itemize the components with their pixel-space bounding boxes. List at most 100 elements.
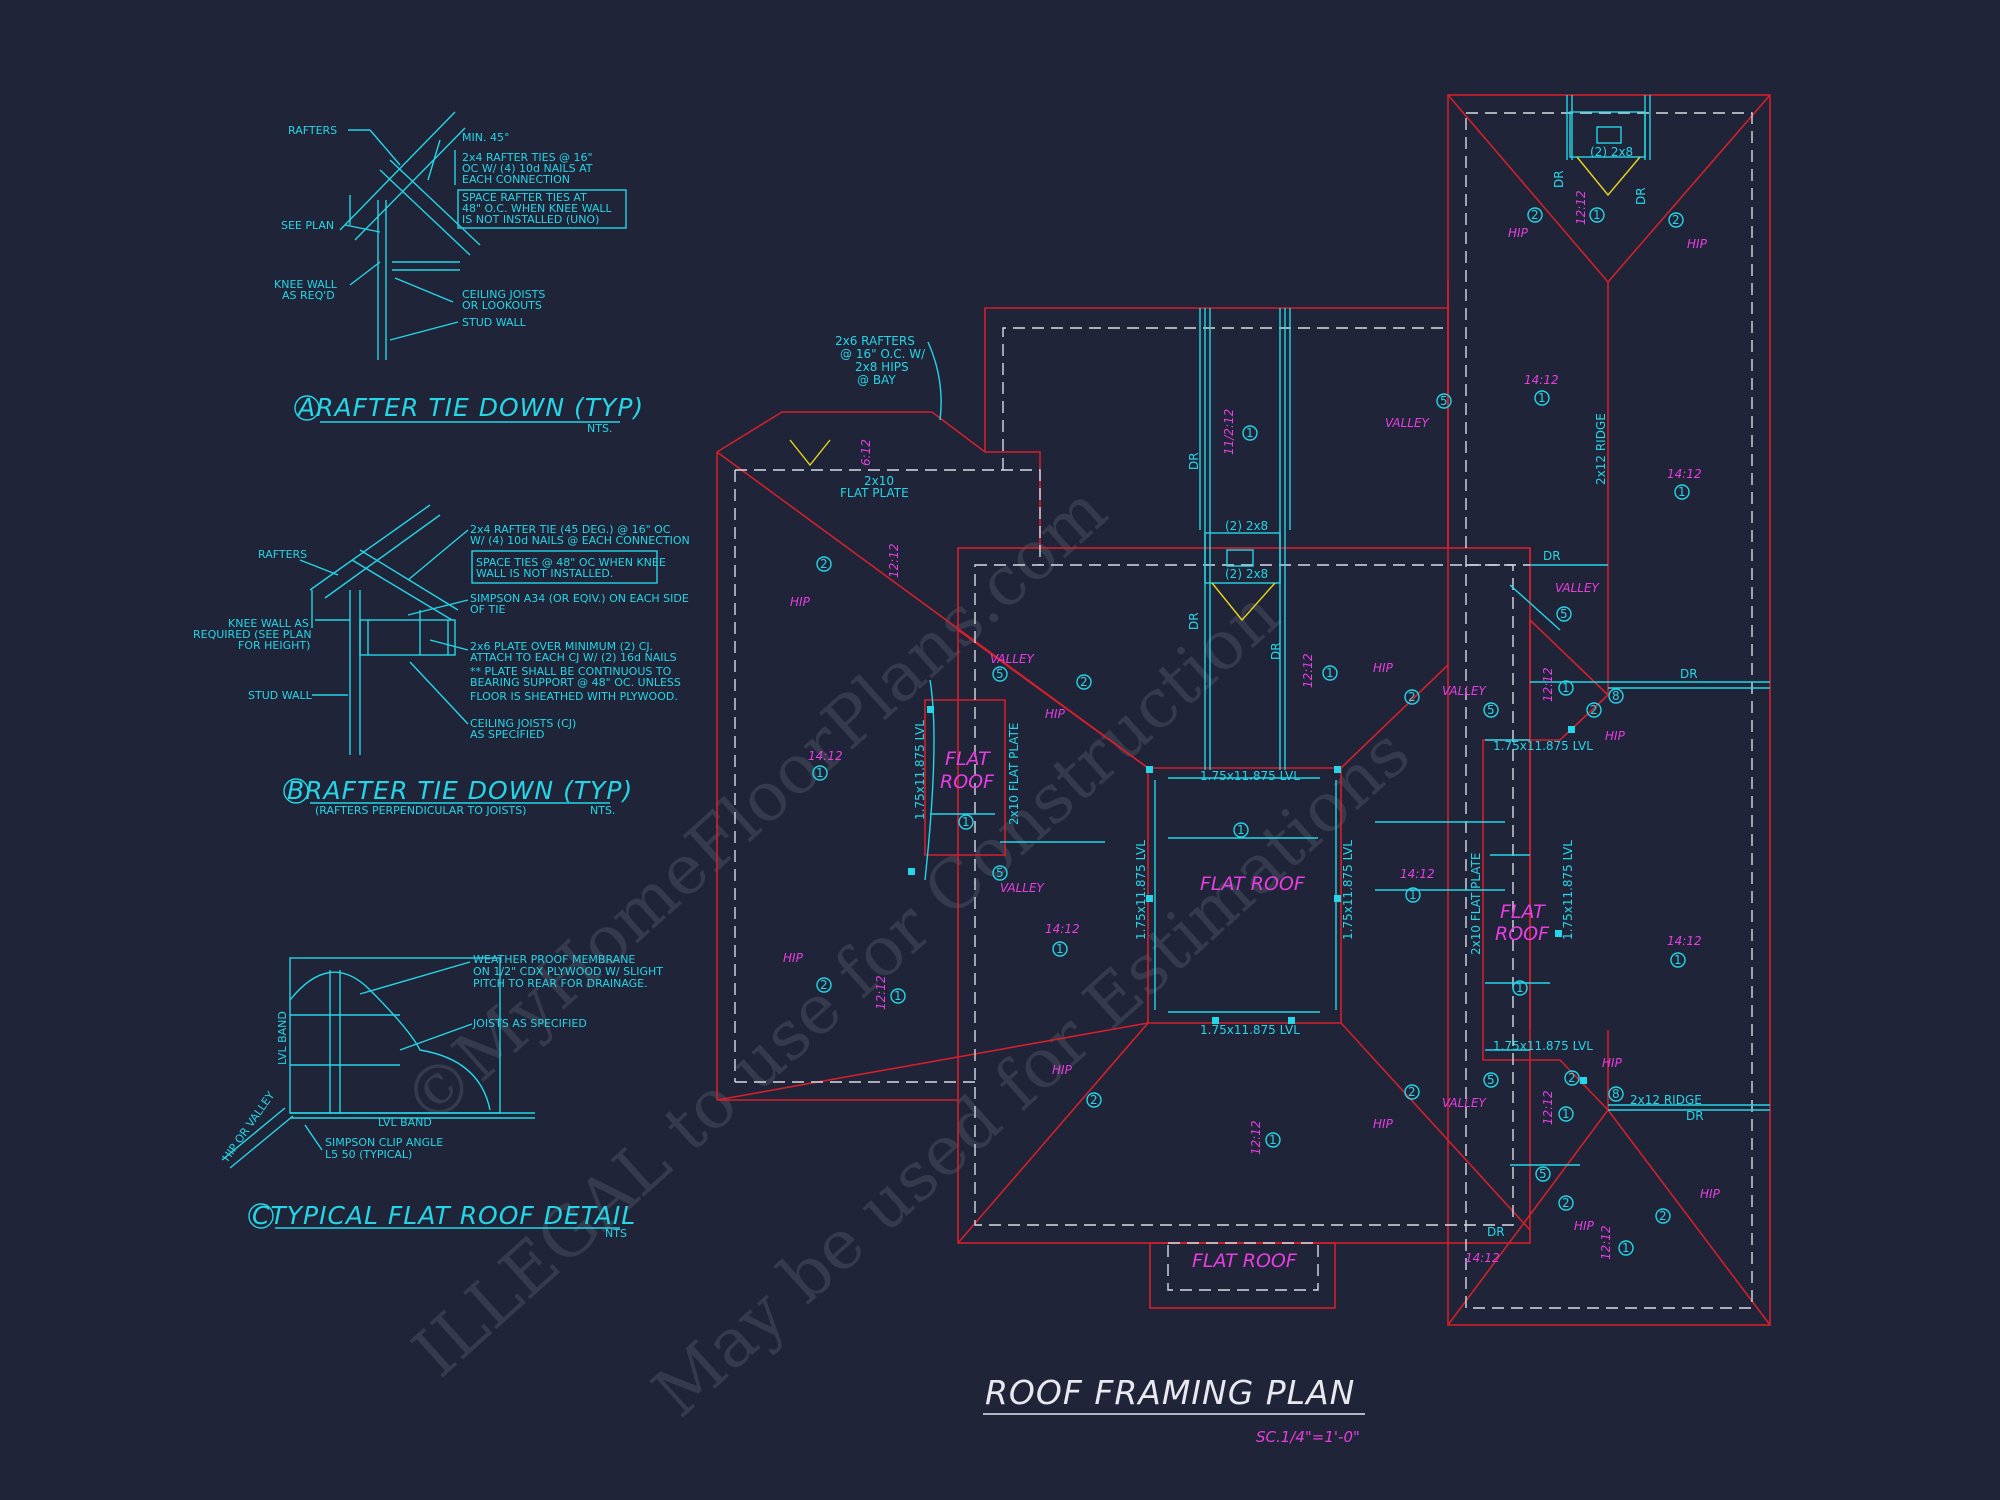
dr-label-9: DR — [1487, 1225, 1505, 1239]
dr-label-1: DR — [1187, 452, 1201, 470]
detail-a-note-space-2: 48" O.C. WHEN KNEE WALL — [462, 202, 613, 215]
hip-label-7: HIP — [1508, 226, 1529, 240]
pitch-1412-right-2: 14:12 — [1667, 934, 1702, 948]
hip-label-6: HIP — [1373, 1117, 1394, 1131]
lvl-label-bottom: 1.75x11.875 LVL — [1200, 1023, 1300, 1037]
detail-b-note-plate-4: BEARING SUPPORT @ 48" OC. UNLESS — [470, 676, 681, 689]
lvl-posts — [908, 706, 1587, 1084]
detail-a-note-stud: STUD WALL — [462, 316, 527, 329]
dr-label-3: DR — [1269, 642, 1283, 660]
detail-b-note-simpson-1: SIMPSON A34 (OR EQIV.) ON EACH SIDE — [470, 592, 689, 605]
callout-1-n: 1 — [1562, 681, 1570, 695]
detail-a-note-ties-2: OC W/ (4) 10d NAILS AT — [462, 162, 593, 175]
lvl-label-right: 1.75x11.875 LVL — [1341, 840, 1355, 940]
detail-a-note-knee-2: AS REQ'D — [282, 289, 335, 302]
pitch-1412-small: 14:12 — [1465, 1251, 1500, 1265]
plan-title: ROOF FRAMING PLAN — [985, 1373, 1355, 1412]
callout-2-l: 2 — [1659, 1209, 1667, 1223]
dr-label-6: DR — [1543, 549, 1561, 563]
detail-a-note-space-3: IS NOT INSTALLED (UNO) — [462, 213, 599, 226]
valley-label-3: VALLEY — [1385, 416, 1431, 430]
dr-label-5: DR — [1634, 187, 1648, 205]
pitch-1212-6: 12:12 — [1541, 1090, 1555, 1125]
callout-1-f: 1 — [1056, 942, 1064, 956]
callout-1-b: 1 — [1326, 666, 1334, 680]
detail-a-note-see-plan: SEE PLAN — [281, 219, 334, 232]
bay-triangles — [789, 156, 1641, 622]
callout-1-k: 1 — [1538, 391, 1546, 405]
detail-c-scale: NTS — [605, 1227, 627, 1240]
valley-label-6: VALLEY — [1442, 1096, 1488, 1110]
pitch-bay-612: 6:12 — [859, 439, 873, 466]
pitch-1212-8: 12:12 — [1574, 190, 1588, 225]
valley-label-5: VALLEY — [1442, 684, 1488, 698]
flat-roof-left-label-1: FLAT — [945, 748, 991, 770]
detail-a-marker — [294, 395, 320, 421]
detail-c-note-lvl-band-v: LVL BAND — [276, 1011, 289, 1065]
detail-b-note-knee-2: REQUIRED (SEE PLAN — [193, 628, 312, 641]
callout-2-h: 2 — [1672, 213, 1680, 227]
callout-1-l: 1 — [1678, 485, 1686, 499]
pitch-1212-7: 12:12 — [1599, 1225, 1613, 1260]
detail-a-note-cj-2: OR LOOKOUTS — [462, 299, 542, 312]
dr-label-2: DR — [1187, 612, 1201, 630]
detail-c-note-membrane-1: WEATHER PROOF MEMBRANE — [473, 953, 635, 966]
detail-a-rafter-tie-down: RAFTERS MIN. 45° 2x4 RAFTER TIES @ 16" O… — [274, 111, 643, 435]
pitch-1412-left: 14:12 — [808, 749, 843, 763]
lvl-label-right-wing-top: 1.75x11.875 LVL — [1493, 739, 1593, 753]
detail-c-title: CTYPICAL FLAT ROOF DETAIL — [252, 1201, 636, 1230]
callout-5-b: 5 — [996, 866, 1004, 880]
detail-a-note-cj-1: CEILING JOISTS — [462, 288, 545, 301]
valley-label-1: VALLEY — [990, 652, 1036, 666]
bay-note-1: 2x6 RAFTERS — [835, 334, 915, 348]
detail-a-note-knee-1: KNEE WALL — [274, 278, 338, 291]
hip-label-3: HIP — [783, 951, 804, 965]
detail-c-marker — [248, 1203, 274, 1229]
detail-a-scale: NTS. — [587, 422, 612, 435]
callouts: 1 1 1 1 1 1 1 1 1 1 1 1 1 1 1 1 1 2 2 2 … — [812, 207, 1690, 1256]
dr-label-4: DR — [1552, 170, 1566, 188]
flat-roof-center-label: FLAT ROOF — [1200, 873, 1306, 895]
detail-c-note-lvl-band-h: LVL BAND — [378, 1116, 432, 1129]
callout-1-g: 1 — [1409, 888, 1417, 902]
callout-2-c: 2 — [820, 978, 828, 992]
callout-1-o: 1 — [1562, 1107, 1570, 1121]
hip-label-8: HIP — [1687, 237, 1708, 251]
detail-c-note-simpson-2: L5 50 (TYPICAL) — [325, 1148, 412, 1161]
hip-label-10: HIP — [1602, 1056, 1623, 1070]
flat-plate-note-2: FLAT PLATE — [840, 486, 909, 500]
lvl-label-flat-left: 1.75x11.875 LVL — [913, 720, 927, 820]
lvl-label-left: 1.75x11.875 LVL — [1134, 840, 1148, 940]
header-tag-top: (2) 2x8 — [1590, 145, 1633, 159]
callout-8-b: 8 — [1612, 1087, 1620, 1101]
callout-5-d: 5 — [1560, 607, 1568, 621]
wall-lines — [734, 112, 1753, 1309]
detail-b-note-plate-3: ** PLATE SHALL BE CONTINUOUS TO — [470, 665, 672, 678]
callout-1-q: 1 — [1622, 1241, 1630, 1255]
detail-b-note-knee-1: KNEE WALL AS — [228, 617, 309, 630]
callout-5-e: 5 — [1487, 703, 1495, 717]
pitch-1412-right-1: 14:12 — [1667, 467, 1702, 481]
detail-c-note-joists: JOISTS AS SPECIFIED — [472, 1017, 587, 1030]
detail-a-note-min45: MIN. 45° — [462, 131, 509, 144]
callout-1-j: 1 — [894, 989, 902, 1003]
detail-b-note-knee-3: FOR HEIGHT) — [238, 639, 310, 652]
hip-label-12: HIP — [1700, 1187, 1721, 1201]
callout-2-b: 2 — [1080, 675, 1088, 689]
callout-2-k: 2 — [1562, 1196, 1570, 1210]
detail-b-note-simpson-2: OF TIE — [470, 603, 505, 616]
detail-a-note-ties-3: EACH CONNECTION — [462, 173, 570, 186]
detail-c-note-membrane-3: PITCH TO REAR FOR DRAINAGE. — [473, 977, 648, 990]
ridge-label-horizontal: 2x12 RIDGE — [1630, 1093, 1702, 1107]
valley-label-4: VALLEY — [1555, 581, 1601, 595]
pitch-1212-5: 12:12 — [1541, 667, 1555, 702]
detail-b-note-rafters: RAFTERS — [258, 548, 307, 561]
callout-1-h: 1 — [1516, 981, 1524, 995]
detail-b-note-plate-2: ATTACH TO EACH CJ W/ (2) 16d NAILS — [470, 651, 677, 664]
flat-plate-label-right: 2x10 FLAT PLATE — [1469, 853, 1483, 956]
callout-2-j: 2 — [1568, 1071, 1576, 1085]
watermark: ©MyHomeFloorPlans.com ILLEGAL to use for… — [389, 471, 1426, 1433]
detail-b-note-plate-5: FLOOR IS SHEATHED WITH PLYWOOD. — [470, 690, 678, 703]
detail-a-note-rafters: RAFTERS — [288, 124, 337, 137]
callout-5-f: 5 — [1487, 1073, 1495, 1087]
